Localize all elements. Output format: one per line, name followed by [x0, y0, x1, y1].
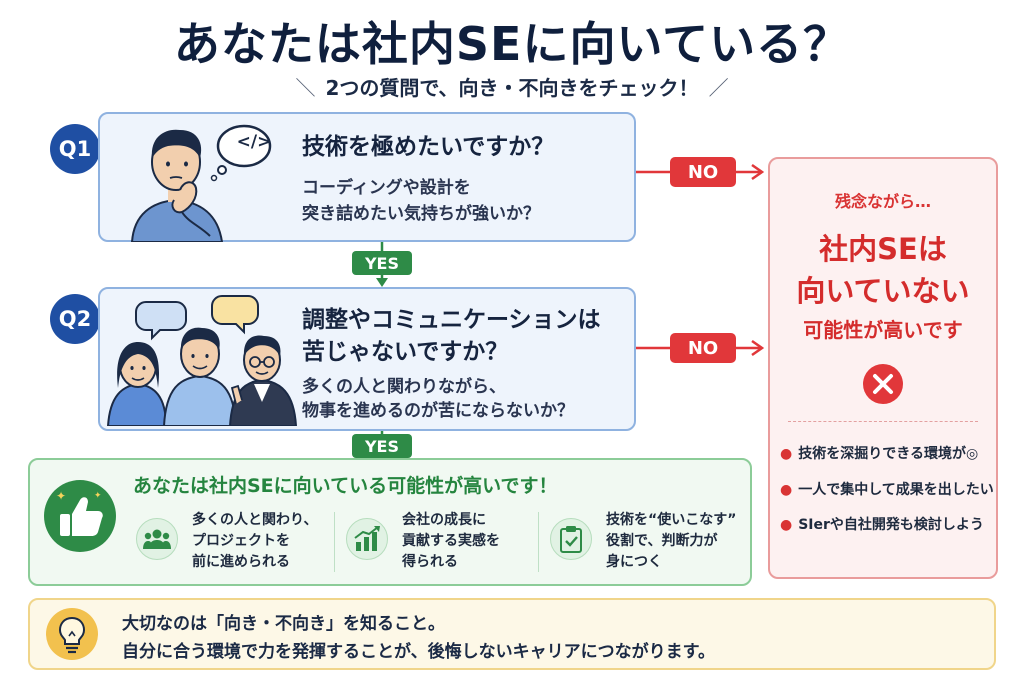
q1-badge: Q1: [50, 124, 100, 174]
lightbulb-icon: [46, 608, 98, 660]
svg-text:✦: ✦: [56, 489, 66, 503]
team-people-illustration: [106, 295, 298, 426]
q1-desc-line2: 突き詰めたい気持ちが強いか？: [302, 204, 540, 224]
cross-icon: [863, 364, 903, 404]
not-suited-bullet-1: ●技術を深掘りできる環境が◎: [780, 446, 979, 462]
not-suited-divider: [788, 421, 978, 422]
not-suited-bullet-2: ●一人で集中して成果を出したい: [780, 482, 994, 498]
tip-line2: 自分に合う環境で力を発揮することが、後悔しないキャリアにつながります。: [122, 642, 715, 662]
feature-1-text: 多くの人と関わり、 プロジェクトを 前に進められる: [192, 512, 318, 570]
q1-desc-line1: コーディングや設計を: [302, 178, 471, 198]
feature-divider-1: [334, 512, 335, 572]
clipboard-check-icon: [550, 518, 592, 560]
thinking-person-illustration: [130, 124, 272, 242]
q1-no-label: NO: [670, 157, 736, 187]
suited-title: あなたは社内SEに向いている可能性が高いです！: [133, 475, 558, 497]
right-slash-decoration: ／: [708, 76, 729, 100]
q2-title-line1: 調整やコミュニケーションは: [302, 307, 601, 333]
tip-line1: 大切なのは「向き・不向き」を知ること。: [122, 614, 445, 634]
subtitle-text: 2つの質問で、向き・不向きをチェック！: [325, 76, 699, 100]
feature-2-text: 会社の成長に 貢献する実感を 得られる: [402, 512, 500, 570]
page-subtitle: ＼ 2つの質問で、向き・不向きをチェック！ ／: [0, 72, 1024, 101]
q2-desc-line2: 物事を進めるのが苦にならないか？: [302, 401, 574, 421]
page-title: あなたは社内SEに向いている？: [173, 17, 851, 71]
q2-title-line2: 苦じゃないですか？: [302, 339, 509, 365]
code-icon: </>: [236, 132, 272, 152]
svg-text:✦: ✦: [94, 491, 102, 501]
q1-title: 技術を極めたいですか？: [302, 134, 555, 160]
growth-chart-icon: [346, 518, 388, 560]
not-suited-line3: 可能性が高いです: [803, 318, 963, 342]
not-suited-line1: 社内SEは: [819, 232, 947, 266]
not-suited-bullet-3: ●SIerや自社開発も検討しよう: [780, 517, 984, 533]
people-icon: [136, 518, 178, 560]
thumbs-up-icon: ✦ ✦: [44, 480, 116, 552]
not-suited-intro: 残念ながら…: [834, 192, 931, 211]
tip-box: [28, 598, 996, 670]
q2-desc-line1: 多くの人と関わりながら、: [302, 377, 506, 397]
q2-badge: Q2: [50, 294, 100, 344]
feature-3-text: 技術を“使いこなす” 役割で、判断力が 身につく: [606, 512, 737, 570]
q2-no-label: NO: [670, 333, 736, 363]
left-slash-decoration: ＼: [295, 76, 316, 100]
q1-yes-label: YES: [352, 251, 412, 275]
feature-divider-2: [538, 512, 539, 572]
q2-yes-label: YES: [352, 434, 412, 458]
not-suited-line2: 向いていない: [796, 274, 970, 308]
